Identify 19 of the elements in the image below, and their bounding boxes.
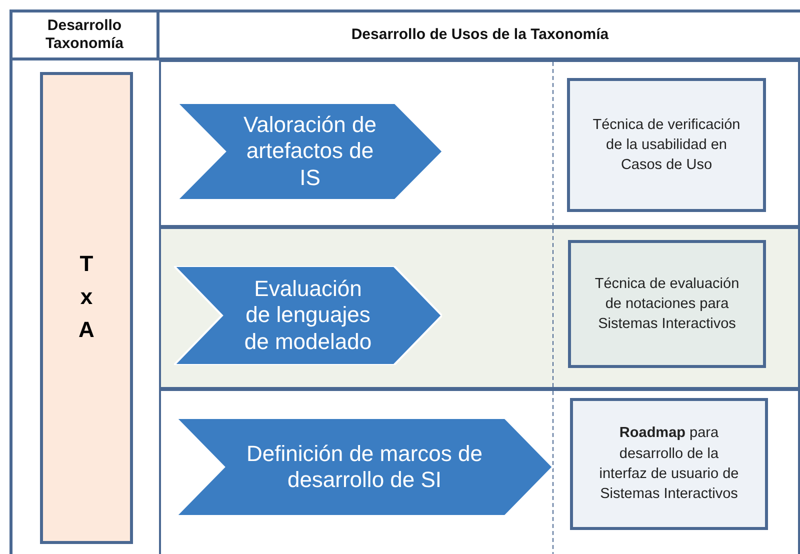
table-row (159, 389, 800, 554)
technique-box (568, 240, 766, 368)
header-label: Desarrollo de Usos de la Taxonomía (350, 25, 610, 45)
technique-box (570, 398, 768, 530)
chevron-label: Valoración de artefactos de IS (242, 112, 378, 192)
technique-label: Técnica de verificación de la usabilidad en Casos de Uso (592, 116, 742, 176)
chevron-arrow (176, 418, 553, 516)
technique-label: Técnica de evaluación de notaciones para Sistemas Interactivos (594, 274, 740, 334)
chevron-arrow (174, 266, 442, 365)
taxonomy-label: T x A (78, 250, 96, 344)
chevron-label: Definición de marcos de desarrollo de SI (245, 440, 484, 494)
taxonomy-box (40, 72, 133, 544)
table-row (159, 227, 800, 389)
chevron-arrow (177, 103, 443, 200)
header-label: Desarrollo Taxonomía (44, 16, 125, 54)
technique-label: Roadmap para desarrollo de la interfaz de usuario de Sistemas Interactivos (598, 424, 740, 504)
chevron-label: Evaluación de lenguajes de modelado (243, 276, 373, 356)
technique-box (567, 78, 766, 212)
table-row (159, 60, 800, 227)
